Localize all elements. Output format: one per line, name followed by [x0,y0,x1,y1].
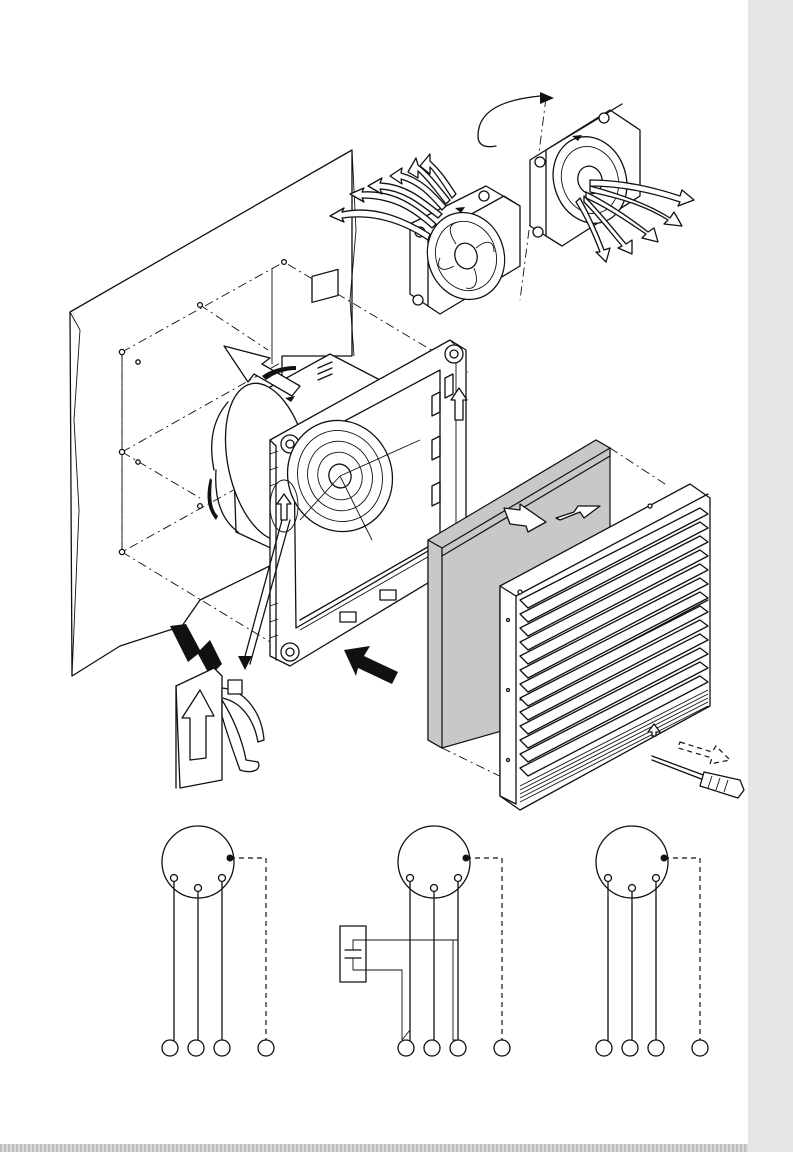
earth-terminal [494,1040,510,1056]
capacitor-symbol [340,926,366,982]
terminal [596,1040,612,1056]
page-bottom-rule [0,1144,748,1152]
terminal [622,1040,638,1056]
assembly-illustration [0,0,748,1144]
terminal [648,1040,664,1056]
wiring-diagram-3 [596,826,708,1056]
page-side-band [748,0,793,1152]
earth-terminal [258,1040,274,1056]
terminal [424,1040,440,1056]
terminal [162,1040,178,1056]
terminal [398,1040,414,1056]
terminal [214,1040,230,1056]
terminal [188,1040,204,1056]
wiring-diagram-2 [340,826,510,1056]
screwdriver [648,724,744,798]
wiring-diagram-1 [162,826,274,1056]
earth-terminal [692,1040,708,1056]
push-arrow-icon [344,646,398,684]
terminal [450,1040,466,1056]
